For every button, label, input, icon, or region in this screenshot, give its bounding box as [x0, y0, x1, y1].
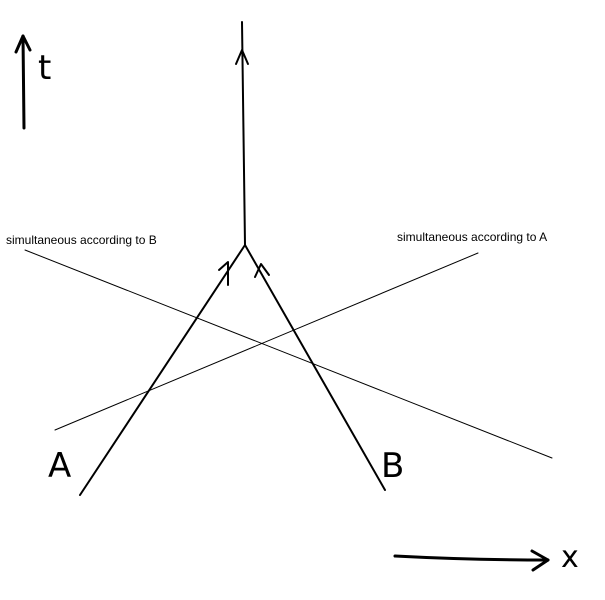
simultaneity-line-a — [54, 252, 479, 431]
simultaneous-a-label: simultaneous according to A — [397, 230, 548, 244]
combined-worldline — [235, 21, 249, 246]
x-axis-arrow — [393, 549, 550, 572]
worldline-a-label: A — [48, 446, 72, 486]
simultaneity-line-b — [24, 249, 553, 459]
simultaneous-b-label: simultaneous according to B — [6, 233, 157, 247]
worldline-a — [79, 244, 246, 496]
t-axis-label: t — [38, 48, 52, 88]
t-axis-arrow — [14, 34, 32, 130]
worldline-b — [244, 244, 386, 491]
x-axis-label: x — [561, 540, 579, 575]
worldline-b-label: B — [381, 446, 405, 486]
